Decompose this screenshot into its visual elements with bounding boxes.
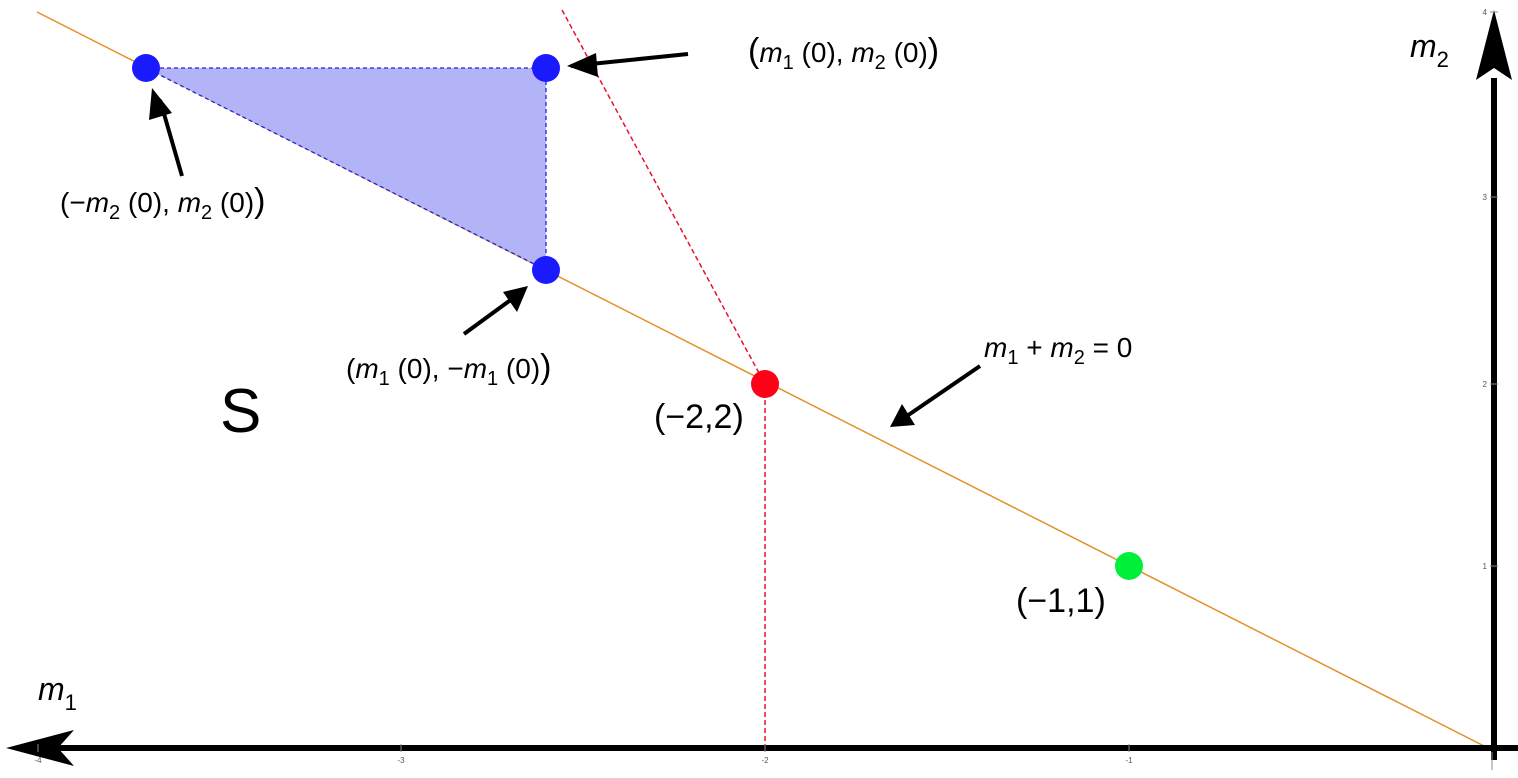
x-tick-label: -3 xyxy=(397,756,405,765)
annotation-arrow xyxy=(462,294,518,336)
label-bottom-point: (m1 (0), −m1 (0)) xyxy=(346,348,551,390)
arrowhead-icon xyxy=(890,404,915,427)
x-tick-label: -1 xyxy=(1125,756,1133,765)
x-axis-label: m1 xyxy=(38,671,77,715)
y-tick-label: 1 xyxy=(1483,562,1488,571)
green-point xyxy=(1115,552,1143,580)
x-axis-arrow-icon xyxy=(6,730,74,766)
x-tick-marks xyxy=(37,744,1493,770)
y-tick-label: 4 xyxy=(1483,8,1488,17)
y-tick-label: 3 xyxy=(1483,193,1488,202)
y-axis-arrow-icon xyxy=(1476,10,1512,80)
annotation-arrow xyxy=(902,364,982,420)
region-label: S xyxy=(220,377,261,446)
arrowhead-icon xyxy=(567,53,598,77)
shaded-triangle xyxy=(145,67,547,272)
blue-point-top-left xyxy=(132,54,160,82)
blue-point-top-right xyxy=(532,54,560,82)
y-tick-marks xyxy=(1490,11,1498,567)
label-line-equation: m1 + m2 = 0 xyxy=(984,332,1132,369)
label-top-left-point: (−m2 (0), m2 (0)) xyxy=(60,182,265,224)
arrowhead-icon xyxy=(503,286,528,312)
arrowhead-icon xyxy=(149,88,172,120)
label-green-point: (−1,1) xyxy=(1016,582,1106,620)
x-tick-label: -2 xyxy=(761,756,769,765)
red-dashed-slanted-line xyxy=(561,9,766,385)
label-red-point: (−2,2) xyxy=(654,398,744,436)
label-top-right-point: (m1 (0), m2 (0)) xyxy=(748,32,939,74)
y-tick-label: 2 xyxy=(1483,380,1488,389)
y-axis-label: m2 xyxy=(1410,28,1449,72)
x-tick-label: -4 xyxy=(34,756,42,765)
blue-point-bottom xyxy=(532,256,560,284)
red-point xyxy=(751,370,779,398)
